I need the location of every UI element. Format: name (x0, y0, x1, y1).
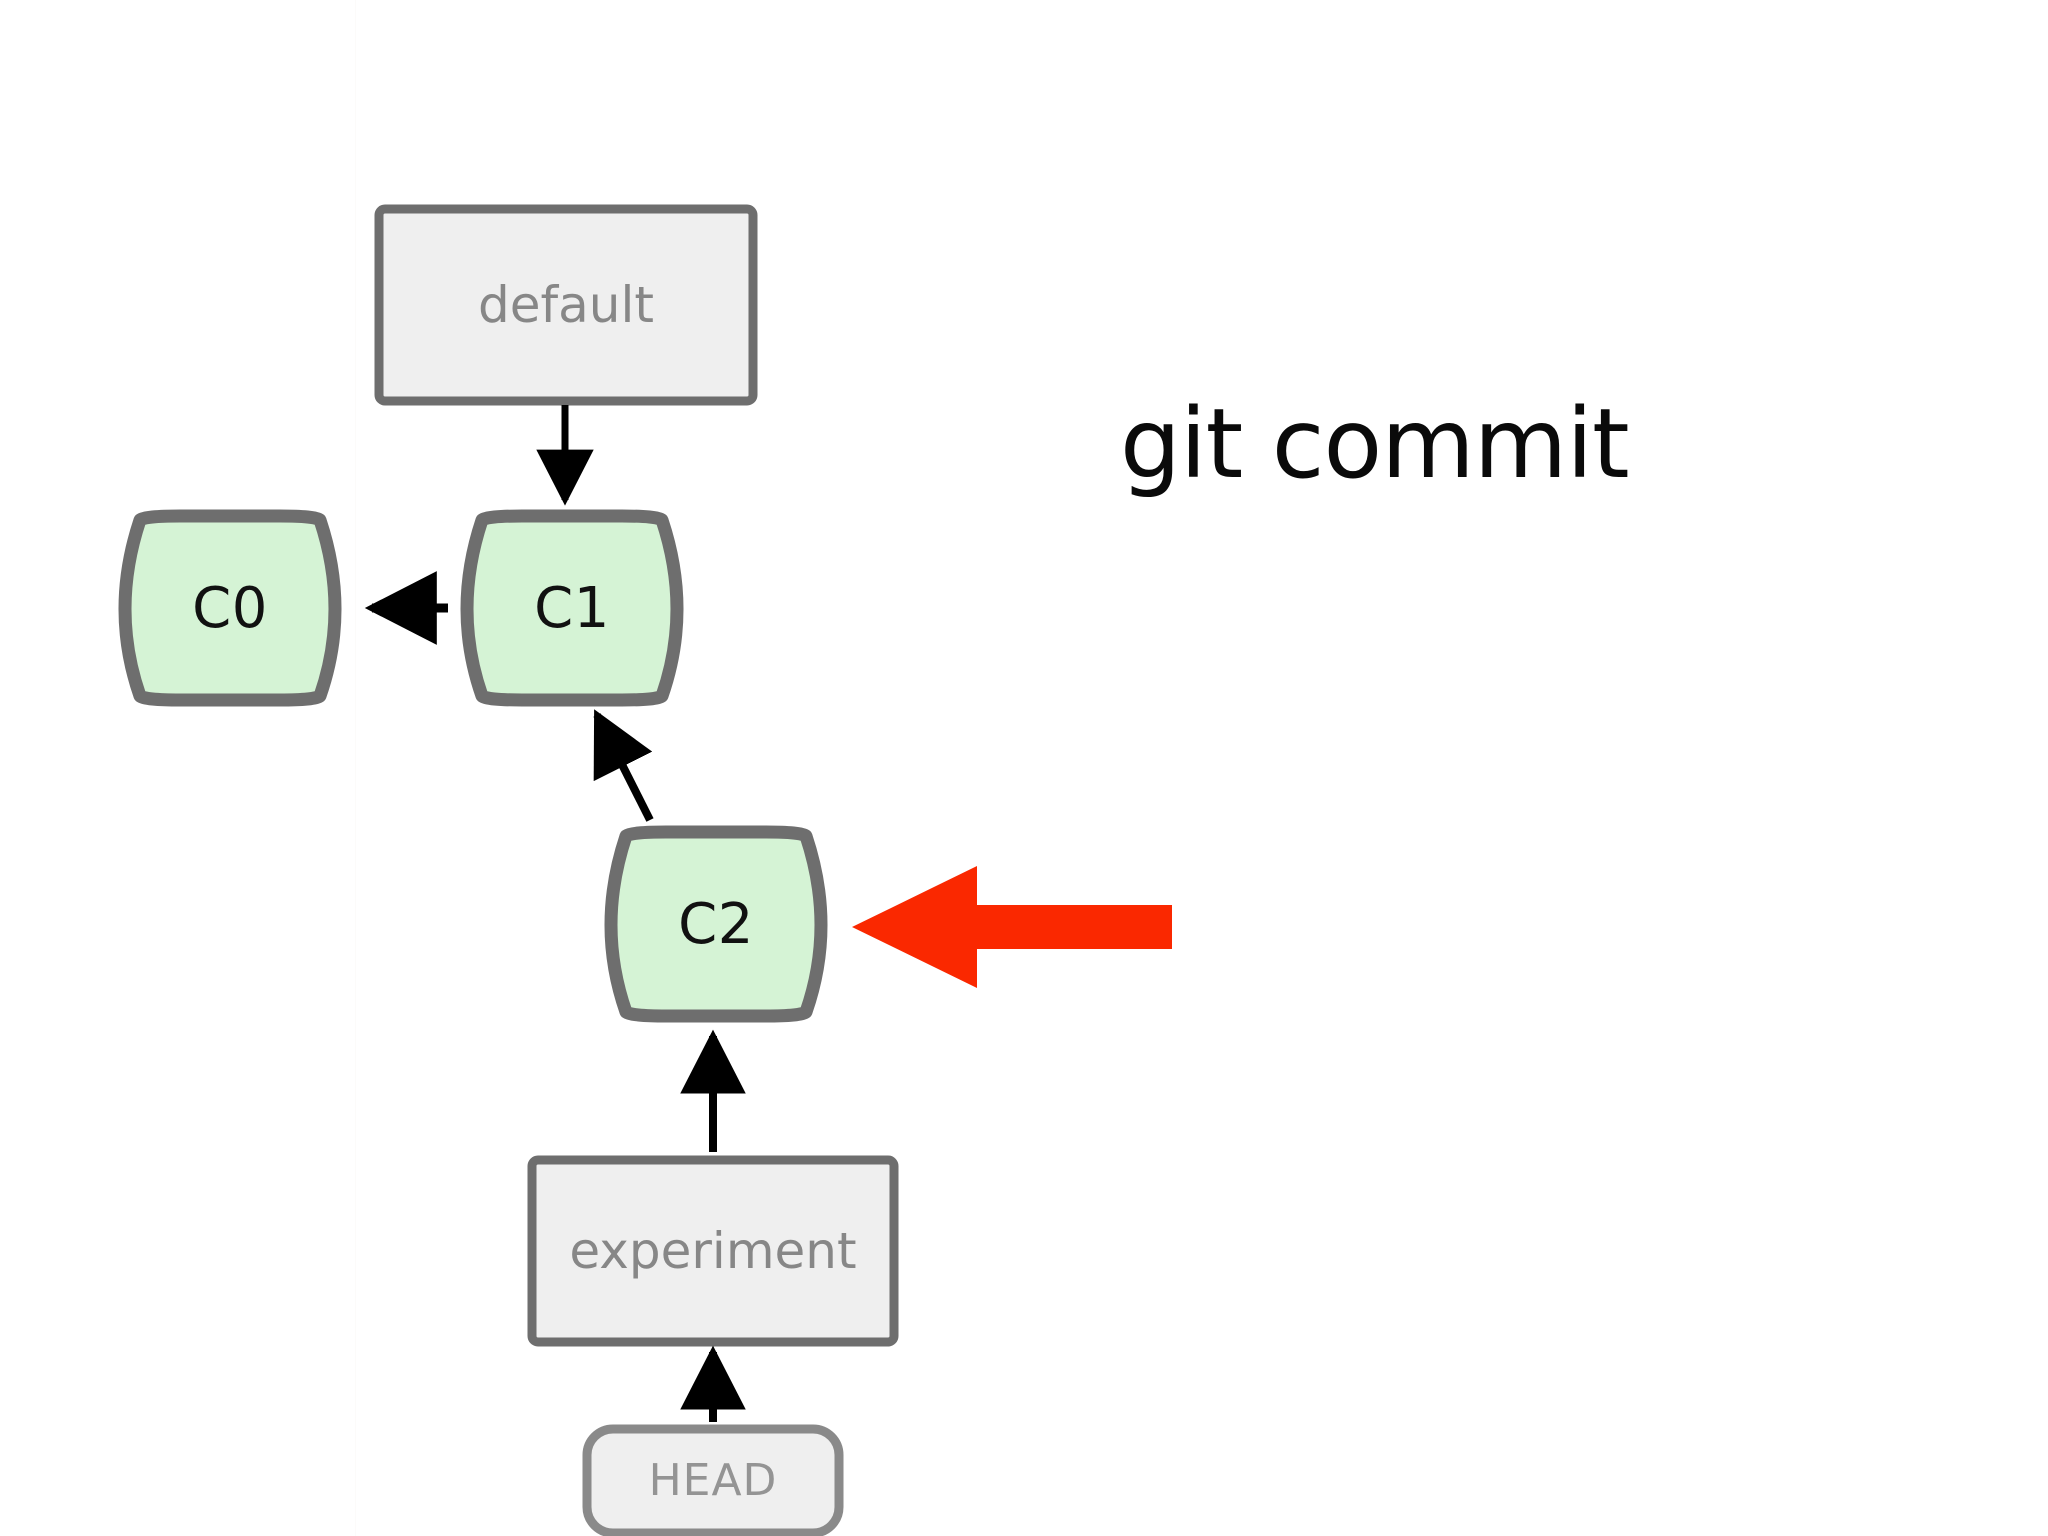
branch-box-experiment[interactable] (527, 1155, 899, 1347)
branch-box-default[interactable] (374, 204, 758, 406)
commit-node-c2-shape (604, 825, 828, 1023)
commit-node-c0-shape (118, 509, 342, 707)
branch-box-experiment-shape (527, 1155, 899, 1347)
head-box[interactable] (582, 1424, 844, 1536)
commit-node-c1-shape (460, 509, 684, 707)
red-highlight-arrow (852, 866, 1172, 988)
page-title: git commit (1120, 388, 1630, 500)
commit-node-c1[interactable] (460, 509, 684, 707)
red-highlight-arrow-shape (852, 866, 1172, 988)
commit-node-c2[interactable] (604, 825, 828, 1023)
commit-node-c0[interactable] (118, 509, 342, 707)
slide-guide-line (355, 0, 356, 1536)
edge-c2-to-c1 (593, 709, 654, 822)
branch-box-default-shape (374, 204, 758, 406)
head-box-shape (582, 1424, 844, 1536)
